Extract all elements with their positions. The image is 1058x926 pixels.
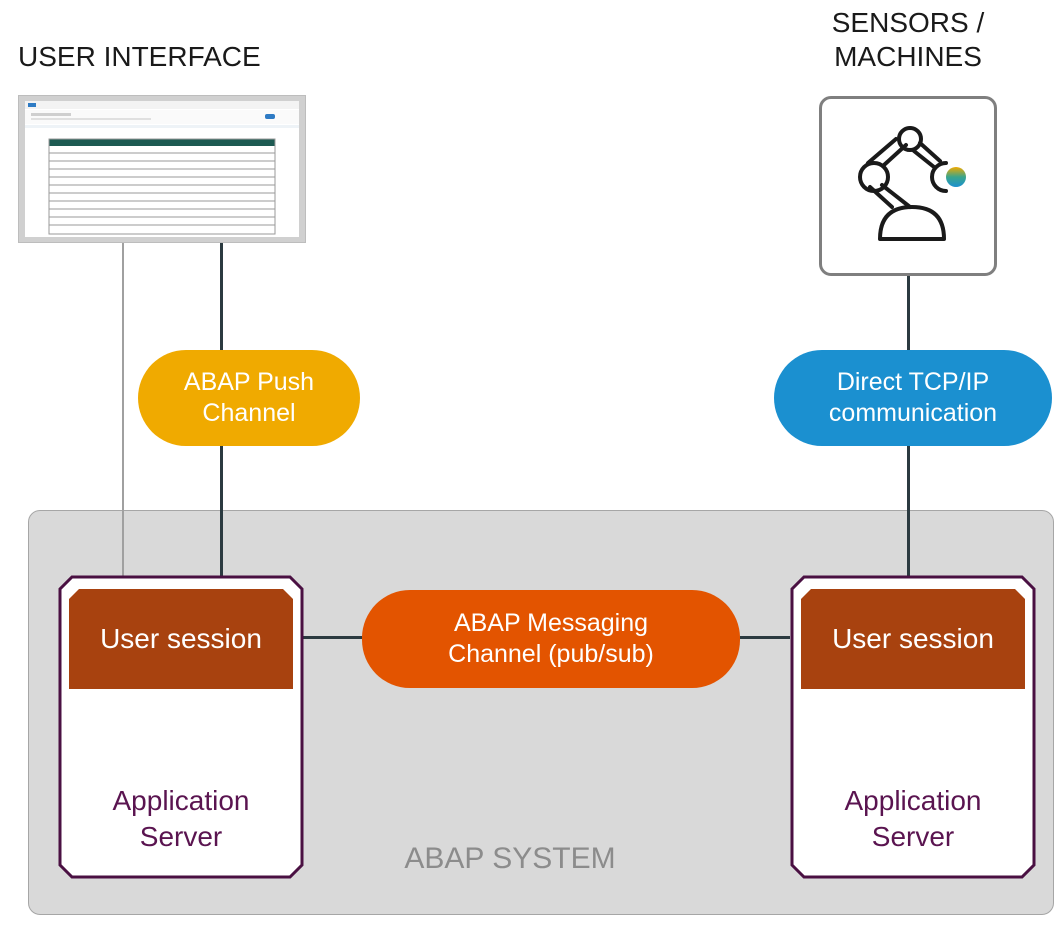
ui-to-server-thin-line <box>122 243 124 577</box>
tcp-channel-line1: Direct TCP/IP <box>836 368 990 396</box>
left-server-label: Application Server <box>58 783 304 855</box>
sensors-title-line2: MACHINES <box>834 41 982 72</box>
sensors-machines-title: SENSORS / MACHINES <box>808 6 1008 74</box>
right-application-server: User session Application Server <box>790 575 1036 879</box>
messaging-channel-line1: ABAP Messaging <box>453 609 649 637</box>
monitor-screen <box>25 101 299 237</box>
robot-arm-icon <box>858 126 966 241</box>
push-channel-line2: Channel <box>202 399 296 427</box>
messaging-channel-line2: Channel (pub/sub) <box>448 640 654 668</box>
abap-messaging-channel-pill: ABAP Messaging Channel (pub/sub) <box>362 590 740 688</box>
sensors-title-line1: SENSORS / <box>831 7 985 38</box>
right-server-label-line2: Server <box>871 821 955 852</box>
left-user-session: User session <box>69 589 293 689</box>
push-channel-line1: ABAP Push <box>183 368 315 396</box>
abap-push-channel-pill: ABAP Push Channel <box>138 350 360 446</box>
messaging-to-right-session-line <box>740 636 790 639</box>
left-session-to-messaging-line <box>302 636 362 639</box>
abap-system-label: ABAP SYSTEM <box>404 842 616 875</box>
direct-tcp-ip-pill: Direct TCP/IP communication <box>774 350 1052 446</box>
user-interface-monitor <box>18 95 306 243</box>
left-application-server: User session Application Server <box>58 575 304 879</box>
right-server-label: Application Server <box>790 783 1036 855</box>
robot-machine-box <box>819 96 997 276</box>
right-server-label-line1: Application <box>844 785 982 816</box>
user-interface-title: USER INTERFACE <box>18 41 261 72</box>
tcp-channel-line2: communication <box>828 399 998 427</box>
left-server-label-line2: Server <box>139 821 223 852</box>
right-user-session: User session <box>801 589 1025 689</box>
ui-thumbnail-icon <box>25 101 299 235</box>
left-server-label-line1: Application <box>112 785 250 816</box>
